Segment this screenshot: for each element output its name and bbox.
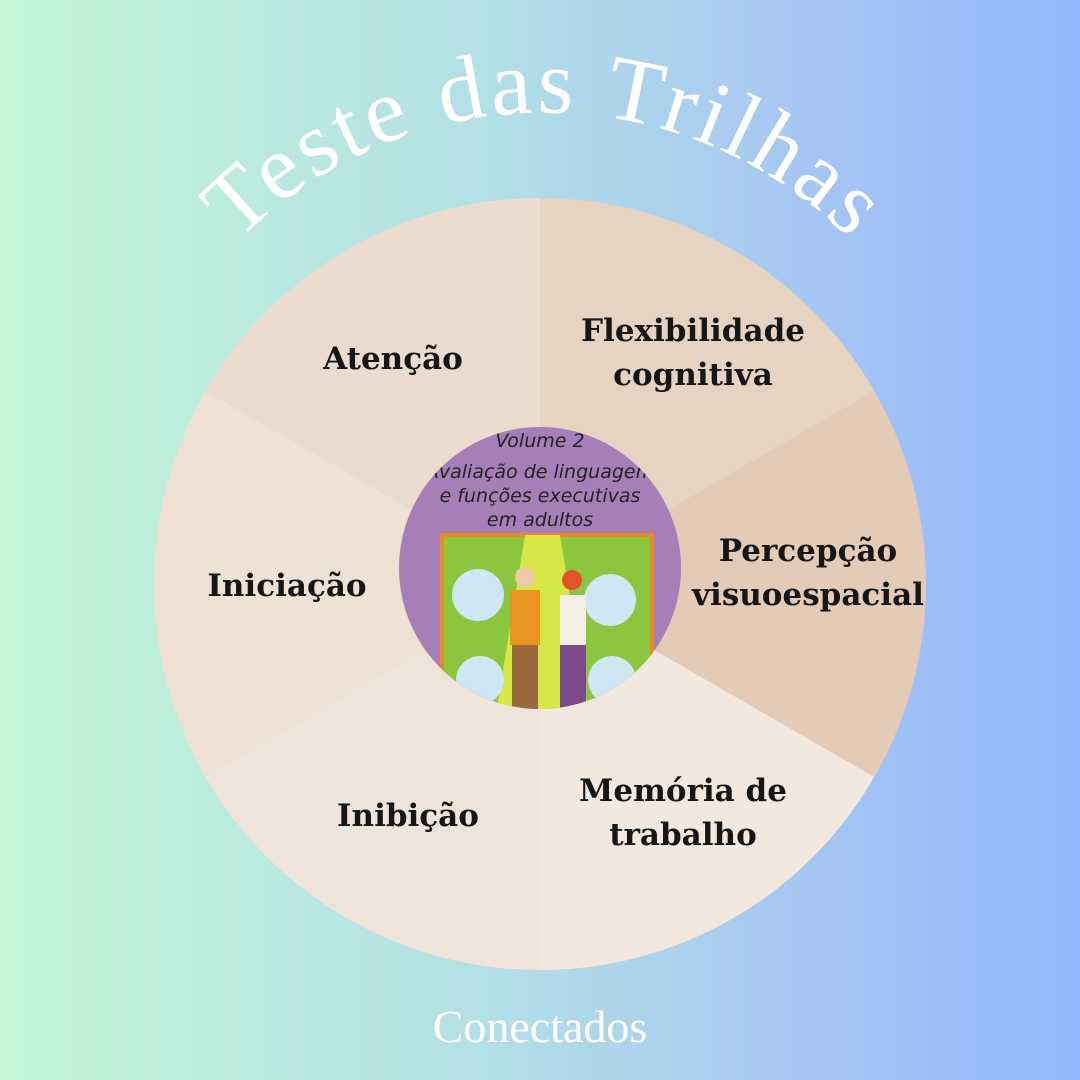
segment-label-line: Memória de <box>579 773 787 809</box>
book-title-2: e funções executivas <box>440 485 641 507</box>
segment-label: Percepção visuoespacial <box>691 533 924 613</box>
segment-label-line: Atenção <box>322 341 463 377</box>
book-volume: Volume 2 <box>495 430 584 452</box>
segment-label: Inibição <box>337 798 479 834</box>
book-title-1: Avaliação de linguagem <box>424 461 654 483</box>
segment-label-line: Percepção <box>719 533 897 569</box>
segment-5 <box>153 391 540 777</box>
segment-label: Flexibilidade cognitiva <box>581 313 805 393</box>
segment-label-line: visuoespacial <box>691 577 924 613</box>
footer-brand: Conectados <box>433 1001 648 1052</box>
segment-label-line: Iniciação <box>207 568 366 604</box>
book-cover: Volume 2 Avaliação de linguagem e funçõe… <box>399 427 681 709</box>
segment-label: Iniciação <box>207 568 366 604</box>
segment-label-line: cognitiva <box>613 357 773 393</box>
segment-2 <box>540 391 926 777</box>
segment-label-line: Flexibilidade <box>581 313 805 349</box>
segment-label: Memória de trabalho <box>579 773 787 853</box>
book-title-3: em adultos <box>487 509 593 531</box>
segment-label-line: Inibição <box>337 798 479 834</box>
segment-label-line: trabalho <box>609 817 757 853</box>
segment-label: Atenção <box>322 341 463 377</box>
